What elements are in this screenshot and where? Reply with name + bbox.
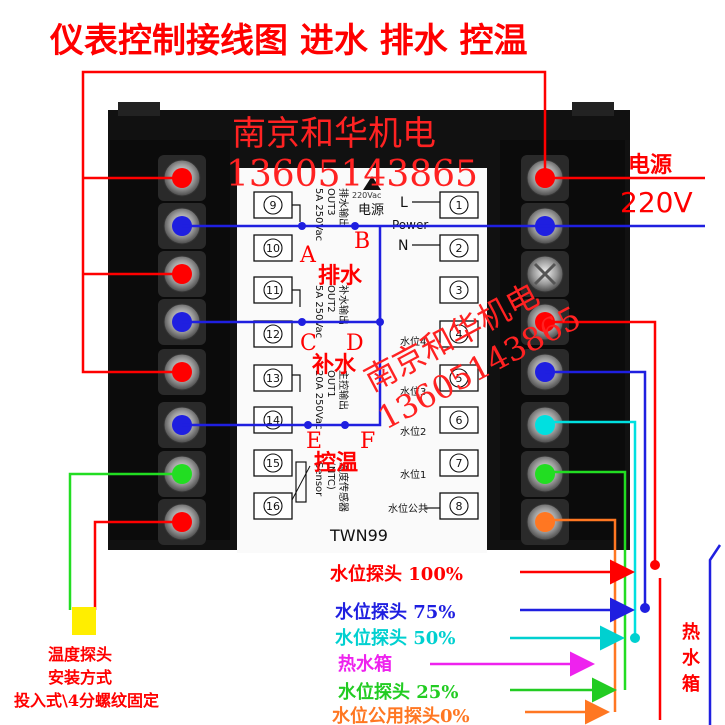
sensor-type: (NTC) <box>325 462 336 490</box>
annotation-B: B <box>354 229 370 254</box>
warning-icon <box>363 176 381 190</box>
wire-blue-75 <box>545 370 647 608</box>
terminal-L: L <box>400 195 408 211</box>
terminal-number-left: 13 <box>266 372 280 385</box>
rating-out1: 20A 250Vac <box>313 370 324 430</box>
level1-label: 水位1 <box>400 468 426 481</box>
terminal-number-left: 9 <box>270 199 277 212</box>
terminal-number-right: 8 <box>456 500 463 513</box>
out1-code: OUT1 <box>325 370 336 398</box>
thermistor-symbol <box>295 461 307 503</box>
junction-dots <box>298 222 660 643</box>
terminal-number-left: 16 <box>266 500 280 513</box>
wire-blue-bus <box>345 226 382 427</box>
screw-terminal-3 <box>521 251 569 297</box>
wire-blue-right-bracket <box>708 544 722 725</box>
legend: 水位探头 100% 水位探头 75% 水位探头 50% 热水箱 水位探头 25%… <box>330 563 701 725</box>
wire-red-sensor <box>93 520 182 610</box>
terminal-number-right: 2 <box>456 242 463 255</box>
annotation-temp-control: 控温 <box>314 450 358 476</box>
label-terminal-numbers-right: 1 2 3 4 5 6 7 8 <box>439 191 479 520</box>
annotations: A B 排水 C D 补水 E F 控温 <box>299 229 375 476</box>
model-name: TWN99 <box>329 526 388 545</box>
terminal-number-left: 10 <box>266 242 280 255</box>
legend-probe100: 水位探头 100% <box>330 563 463 585</box>
wire-green-sensor <box>68 472 182 610</box>
tank-side-2: 水 <box>682 647 701 669</box>
annotation-fill: 补水 <box>311 352 357 378</box>
watermark-company: 南京和华机电 <box>232 114 436 154</box>
wires <box>68 70 722 725</box>
annotation-D: D <box>346 331 364 356</box>
rating-out3: 5A 250Vac <box>313 188 324 241</box>
rating-out2: 5A 250Vac <box>313 285 324 338</box>
power-label: 电源 <box>628 152 672 178</box>
header-voltage: 220Vac <box>352 191 381 200</box>
annotation-A: A <box>299 243 317 268</box>
diagram-title: 仪表控制接线图 进水 排水 控温 <box>49 21 528 61</box>
install-note-1: 温度探头 <box>47 645 112 664</box>
out2-name: 补水输出 <box>337 285 350 325</box>
screw-terminal-8 <box>521 499 569 545</box>
install-note-2: 安装方式 <box>48 668 112 687</box>
sensor-name: 温度传感器 <box>337 462 350 512</box>
install-note: 温度探头 安装方式 投入式\4分螺纹固定 <box>14 645 159 710</box>
terminal-number-right: 5 <box>456 372 463 385</box>
terminal-number-right: 6 <box>456 414 463 427</box>
wire-cyan-50 <box>545 420 637 638</box>
legend-probe25: 水位探头 25% <box>338 681 458 703</box>
annotation-C: C <box>300 331 317 356</box>
legend-common: 水位公用探头0% <box>332 705 470 725</box>
tank-side-3: 箱 <box>682 673 700 695</box>
front-label <box>237 168 487 553</box>
legend-tank: 热水箱 <box>338 653 392 675</box>
terminal-number-left: 11 <box>266 284 280 297</box>
out2-code: OUT2 <box>325 285 336 313</box>
terminal-number-right: 4 <box>456 328 463 341</box>
terminal-number-left: 15 <box>266 457 280 470</box>
wire-red-100 <box>545 320 657 565</box>
level-common-label: 水位公共 <box>388 502 428 515</box>
install-note-3: 投入式\4分螺纹固定 <box>14 691 159 710</box>
annotation-F: F <box>360 429 375 454</box>
left-screw-terminals <box>158 155 206 545</box>
out1-name: 主控输出 <box>337 370 350 410</box>
legend-probe75: 水位探头 75% <box>335 601 455 623</box>
annotation-E: E <box>306 429 322 454</box>
power-voltage: 220V <box>620 186 693 219</box>
out3-code: OUT3 <box>325 188 336 216</box>
screw-terminal-6 <box>521 402 569 448</box>
terminal-number-left: 12 <box>266 328 280 341</box>
legend-probe50: 水位探头 50% <box>335 627 455 649</box>
level2-label: 水位2 <box>400 425 426 438</box>
label-texts: 220Vac 电源 Power L N 5A 250Vac OUT3 排水输出 … <box>291 176 440 545</box>
terminal-number-right: 1 <box>456 199 463 212</box>
screw-terminal-7 <box>521 451 569 497</box>
sensor-label: Sensor <box>313 462 324 497</box>
terminal-number-right: 7 <box>456 457 463 470</box>
out3-name: 排水输出 <box>337 188 350 228</box>
terminal-N: N <box>398 238 408 254</box>
level4-label: 水位4 <box>400 335 426 348</box>
level3-label: 水位3 <box>400 385 426 398</box>
sensor-probe-marker <box>72 607 96 635</box>
tank-side-1: 热 <box>682 621 700 643</box>
watermark-phone: 13605143865 <box>226 154 478 195</box>
wire-red-power-loop <box>81 70 547 374</box>
annotation-drain: 排水 <box>318 263 363 289</box>
header-power-cn: 电源 <box>358 203 384 218</box>
terminal-number-right: 3 <box>456 284 463 297</box>
